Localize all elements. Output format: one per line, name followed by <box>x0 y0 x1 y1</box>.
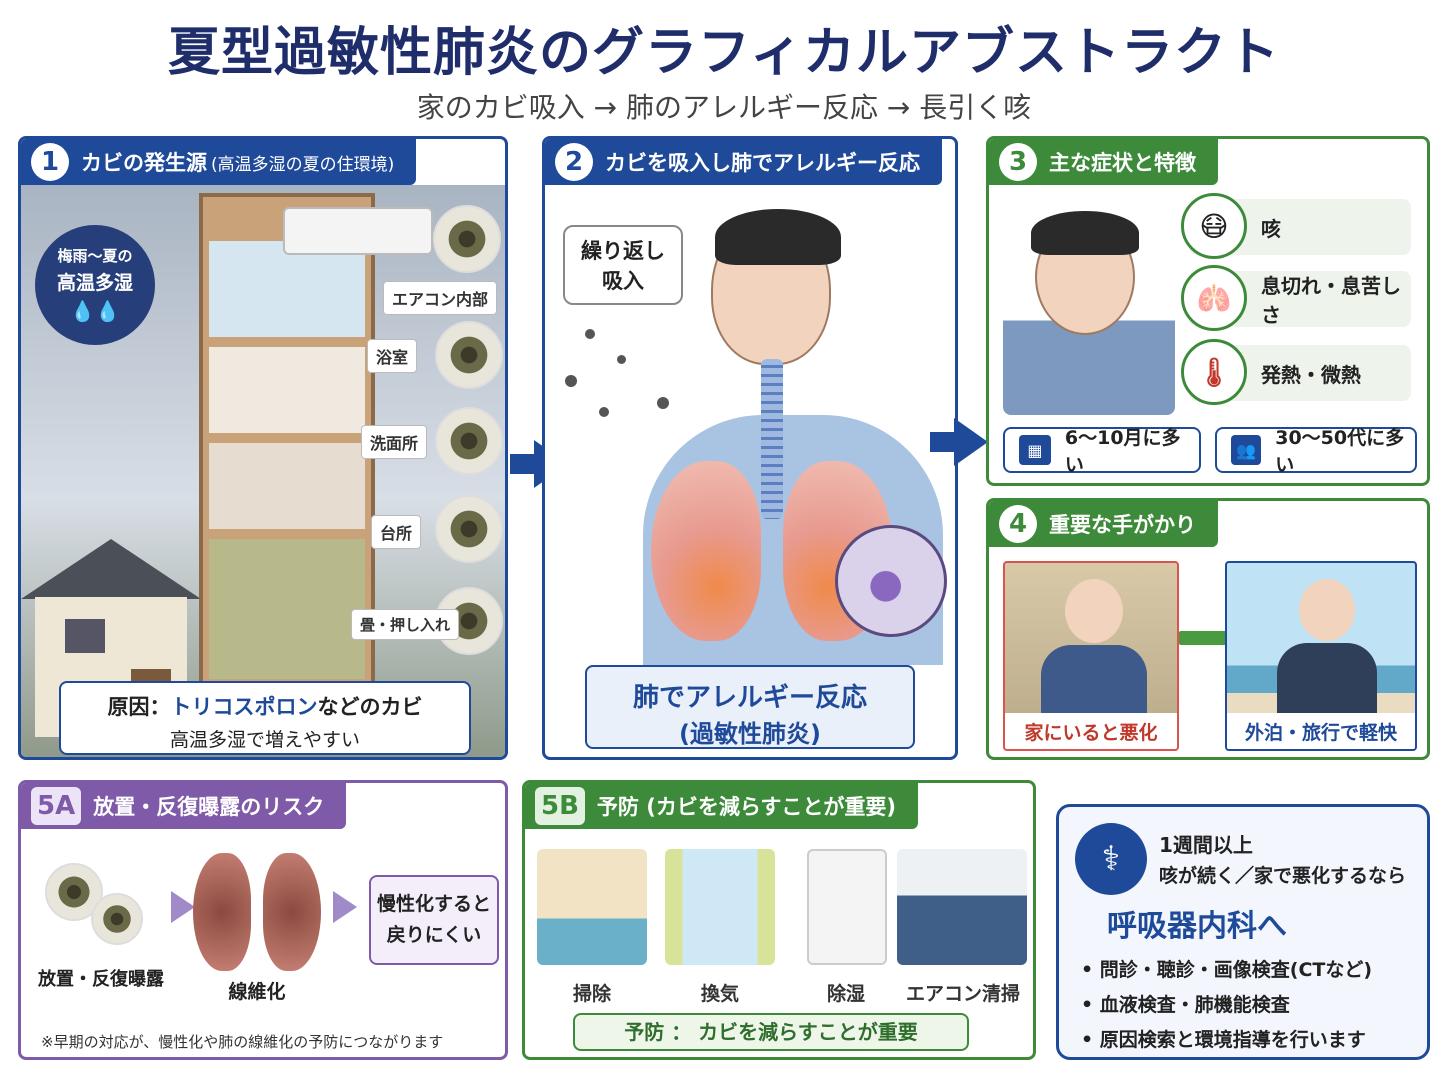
page-subtitle: 家のカビ吸入 → 肺のアレルギー反応 → 長引く咳 <box>416 91 1032 124</box>
mold-icon <box>435 495 503 563</box>
cause-box: 原因：トリコスポロンなどのカビ 高温多湿で増えやすい <box>59 681 471 755</box>
location-label-bath: 浴室 <box>367 339 418 373</box>
spore-icon <box>585 329 595 339</box>
page-title: 夏型過敏性肺炎のグラフィカルアブストラクト <box>168 23 1280 83</box>
double-arrow-icon <box>1179 631 1227 645</box>
consult-box: ⚕ 1週間以上 咳が続く／家で悪化するなら 呼吸器内科へ 問診・聴診・画像検査(… <box>1056 804 1430 1060</box>
mold-cluster-icon <box>91 893 143 945</box>
location-label-tatami: 畳・押し入れ <box>351 609 460 640</box>
location-label-aircon: エアコン内部 <box>383 281 498 315</box>
lung-left <box>651 461 761 641</box>
panel-prevention: 5B 予防 (カビを減らすことが重要) 掃除 換気 除湿 エアコン清掃 予防 ：… <box>522 780 1036 1060</box>
home-caption: 家にいると悪化 <box>1005 713 1177 749</box>
panel-allergic-reaction: 2 カビを吸入し肺でアレルギー反応 繰り返し 吸入 肺でアレルギー反応 (過敏性… <box>542 136 958 760</box>
spore-icon <box>565 375 577 387</box>
result-box: 肺でアレルギー反応 (過敏性肺炎) <box>585 665 915 749</box>
section5b-header: 5B 予防 (カビを減らすことが重要) <box>525 783 919 829</box>
section5a-header: 5A 放置・反復曝露のリスク <box>21 783 347 829</box>
mold-icon <box>435 321 503 389</box>
spore-icon <box>599 407 609 417</box>
arrow-right-icon <box>930 418 988 466</box>
prevention-footer: 予防 ： カビを減らすことが重要 <box>573 1013 969 1051</box>
speech-bubble: 繰り返し 吸入 <box>563 225 683 305</box>
prevention-item-aircon: エアコン清掃 <box>905 983 1020 1005</box>
cleaning-image <box>537 849 647 965</box>
air-conditioner <box>283 207 433 255</box>
virus-magnified-icon <box>835 525 947 637</box>
home-scene: 家にいると悪化 <box>1003 561 1179 751</box>
breathless-icon: 🫁 <box>1181 265 1247 331</box>
spore-icon <box>617 355 626 364</box>
prevention-item-dehumidify: 除湿 <box>826 983 865 1005</box>
outcome-box: 慢性化すると 戻りにくい <box>369 875 499 965</box>
thermometer-icon: 🌡 <box>1181 339 1247 405</box>
consult-bullets: 問診・聴診・画像検査(CTなど) 血液検査・肺機能検査 原因検索と環境指導を行い… <box>1081 955 1372 1057</box>
stethoscope-icon: ⚕ <box>1075 823 1147 895</box>
panel-risk: 5A 放置・反復曝露のリスク 放置・反復曝露 線維化 慢性化すると 戻りにくい … <box>18 780 508 1060</box>
risk-note: ※早期の対応が、慢性化や肺の線維化の予防につながります <box>41 1033 444 1051</box>
person-hair <box>715 209 841 265</box>
people-icon: 👥 <box>1231 435 1262 465</box>
dehumidifier-image <box>807 849 887 965</box>
panel-symptoms: 3 主な症状と特徴 😷 咳 🫁 息切れ・息苦しさ 🌡 発熱・微熱 ▦ 6〜10月… <box>986 136 1430 486</box>
cough-icon: 😷 <box>1181 193 1247 259</box>
travel-caption: 外泊・旅行で軽快 <box>1227 713 1415 749</box>
section1-header: 1 カビの発生源(高温多湿の夏の住環境) <box>21 139 417 185</box>
fibrosis-lungs <box>193 843 321 973</box>
panel-mold-sources: 梅雨〜夏の 高温多湿 💧💧 エアコン内部 浴室 洗面所 台所 畳・押し入れ 原因… <box>18 136 508 760</box>
calendar-icon: ▦ <box>1019 435 1051 465</box>
prevention-item-cleaning: 掃除 <box>572 983 611 1005</box>
arrow-right-icon <box>171 891 195 923</box>
house-cutaway <box>199 193 375 693</box>
season-badge: ▦ 6〜10月に多い <box>1003 427 1201 476</box>
mold-icon <box>435 407 503 475</box>
spore-icon <box>657 397 669 409</box>
ventilation-image <box>665 849 775 965</box>
travel-scene: 外泊・旅行で軽快 <box>1225 561 1417 751</box>
consult-line1: 1週間以上 <box>1159 833 1253 857</box>
aircon-cleaning-image <box>897 849 1027 965</box>
water-drop-icon: 💧💧 <box>70 299 120 323</box>
section4-header: 4 重要な手がかり <box>989 501 1218 547</box>
location-label-kitchen: 台所 <box>371 515 422 549</box>
trachea <box>761 359 783 519</box>
fibrosis-label: 線維化 <box>228 981 286 1003</box>
section2-header: 2 カビを吸入し肺でアレルギー反応 <box>545 139 942 185</box>
mold-icon <box>433 205 501 273</box>
symptom-breathless: 🫁 息切れ・息苦しさ <box>1181 265 1411 331</box>
arrow-right-icon <box>333 891 357 923</box>
age-badge: 👥 30〜50代に多い <box>1215 427 1417 476</box>
coughing-person <box>1003 205 1175 415</box>
exposure-label: 放置・反復曝露 <box>38 969 164 990</box>
weather-badge: 梅雨〜夏の 高温多湿 💧💧 <box>35 225 155 345</box>
location-label-washroom: 洗面所 <box>361 425 428 459</box>
consult-line2: 咳が続く／家で悪化するなら <box>1159 865 1407 887</box>
consult-dept: 呼吸器内科へ <box>1107 909 1287 944</box>
symptom-cough: 😷 咳 <box>1181 193 1411 259</box>
prevention-item-ventilation: 換気 <box>700 983 739 1005</box>
symptom-fever: 🌡 発熱・微熱 <box>1181 339 1411 405</box>
panel-clues: 4 重要な手がかり 家にいると悪化 外泊・旅行で軽快 <box>986 498 1430 760</box>
section3-header: 3 主な症状と特徴 <box>989 139 1218 185</box>
